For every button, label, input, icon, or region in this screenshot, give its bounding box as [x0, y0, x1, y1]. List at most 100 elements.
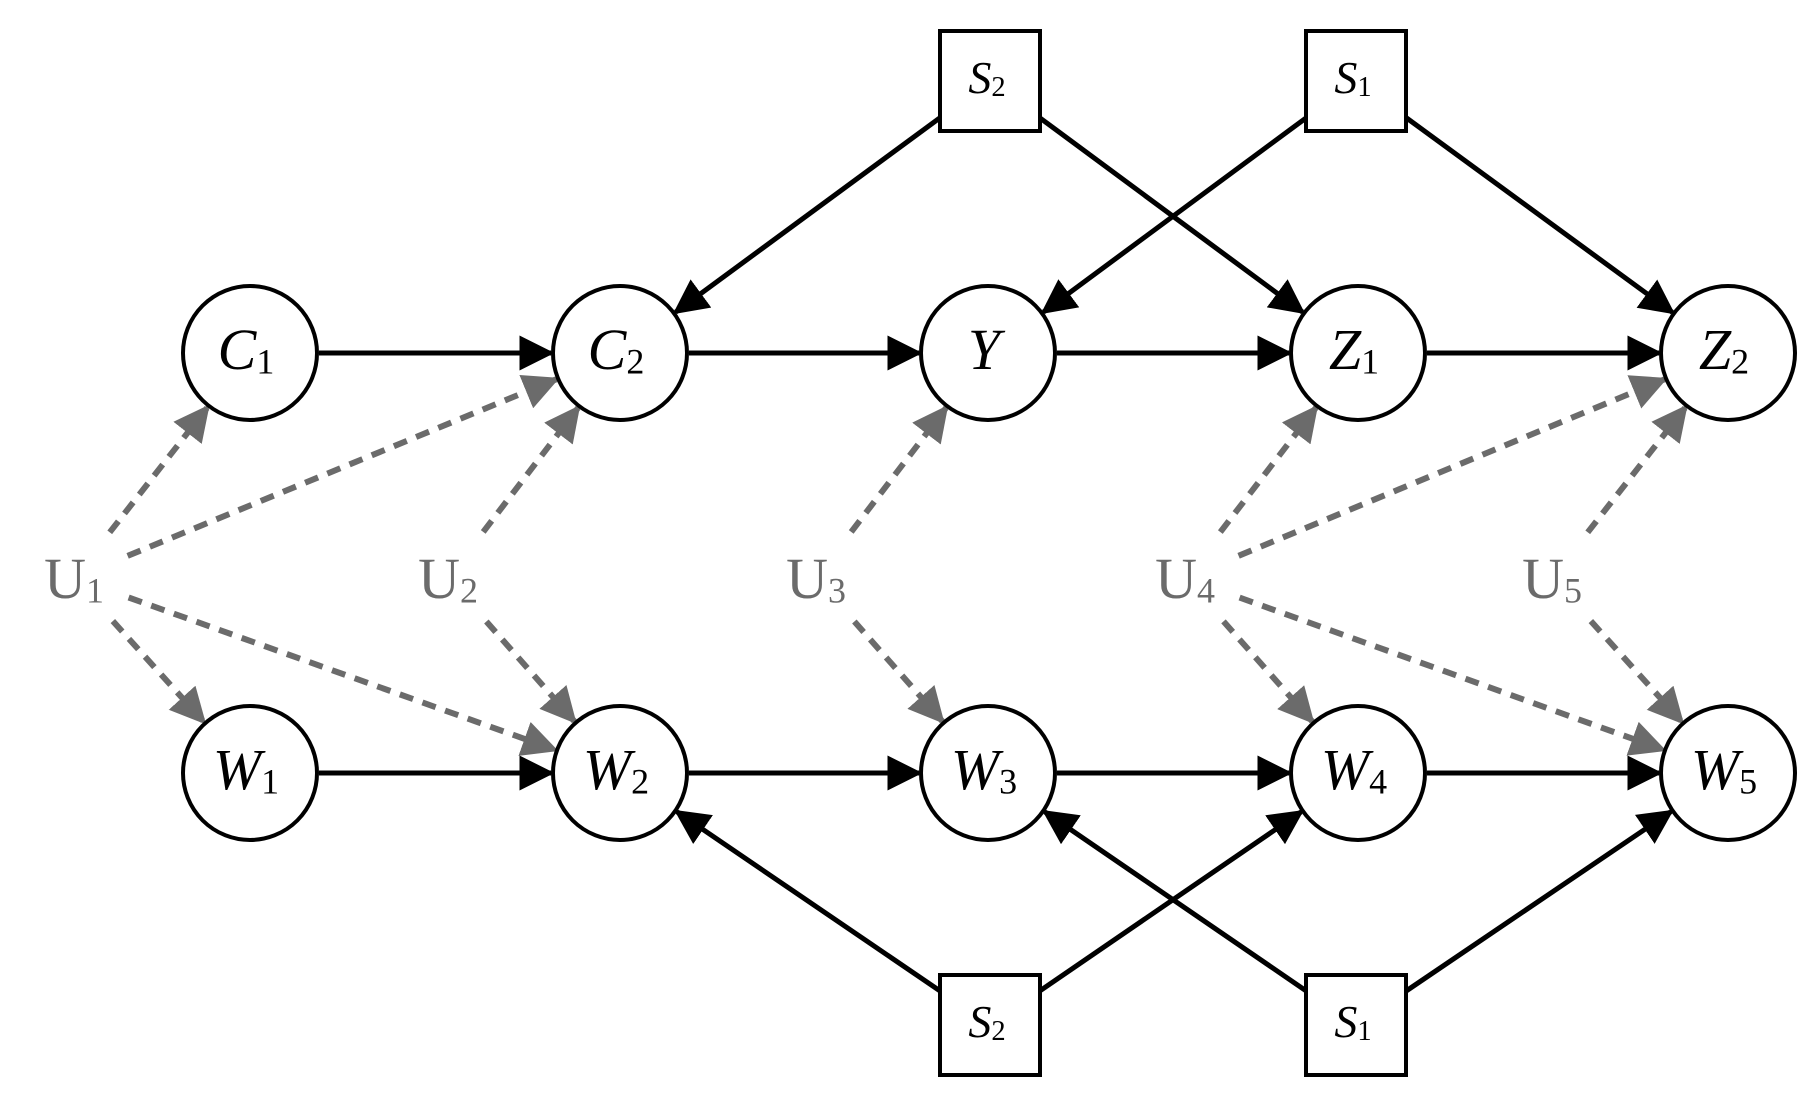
node-w4: W4	[1289, 704, 1427, 842]
edge-s1_top-to-z2	[1404, 115, 1676, 315]
node-label-c1: C1	[218, 317, 275, 382]
node-circle	[919, 704, 1057, 842]
latent-edge-u4-to-z2	[1237, 375, 1668, 559]
node-label-c2: C2	[588, 317, 645, 382]
node-label-c2-main: C	[588, 317, 628, 382]
node-z1: Z1	[1289, 284, 1427, 422]
node-c1: C1	[181, 284, 319, 422]
node-label-w2-main: W	[583, 737, 636, 802]
selection-node-s2-top: S2	[938, 29, 1042, 133]
node-w2: W2	[551, 704, 689, 842]
selection-node-s1-bot: S1	[1304, 973, 1408, 1077]
node-label-z1-main: Z	[1329, 317, 1362, 382]
node-label-w4-main: W	[1321, 737, 1374, 802]
node-label-c1-main: C	[218, 317, 258, 382]
node-circle	[551, 284, 689, 422]
latent-label-u5-main: U	[1522, 546, 1564, 611]
selection-node-s1-top: S1	[1304, 29, 1408, 133]
node-label-y: Y	[968, 317, 1006, 382]
latent-label-u5-subscript: 5	[1564, 571, 1582, 611]
node-circle	[1659, 284, 1797, 422]
latent-edge-u1-to-c1	[107, 404, 210, 535]
node-label-z2-subscript: 2	[1731, 342, 1749, 382]
node-label-w2-subscript: 2	[631, 762, 649, 802]
latent-edge-u3-to-y	[848, 404, 949, 534]
latent-edge-u4-to-w5	[1238, 594, 1667, 756]
latent-edge-u3-to-w3	[852, 619, 945, 724]
latent-edge-u2-to-w2	[484, 619, 577, 724]
selection-box	[1304, 29, 1408, 133]
latent-label-u3: U3	[786, 546, 846, 611]
edge-s2_top-to-c2	[672, 115, 942, 315]
selection-box	[938, 29, 1042, 133]
latent-edge-u1-to-w2	[127, 594, 559, 756]
node-label-z1-subscript: 1	[1361, 342, 1379, 382]
node-circle	[1289, 284, 1427, 422]
selection-label-s1-top-main: S	[1334, 52, 1357, 103]
selection-label-s2-bot: S2	[968, 996, 1005, 1047]
selection-label-s1-top: S1	[1334, 52, 1371, 103]
node-label-w2: W2	[583, 737, 649, 802]
latent-node-u3: U3	[786, 546, 846, 611]
node-label-z1: Z1	[1329, 317, 1379, 382]
latent-label-u3-subscript: 3	[828, 571, 846, 611]
selection-node-s2-bot: S2	[938, 973, 1042, 1077]
latent-edge-u4-to-z1	[1217, 404, 1319, 534]
edge-s2_bot-to-w4	[1038, 809, 1304, 993]
latent-label-u1-main: U	[44, 546, 86, 611]
selection-label-s2-bot-main: S	[968, 996, 991, 1047]
latent-edge-u5-to-z2	[1585, 404, 1688, 535]
node-z2: Z2	[1659, 284, 1797, 422]
latent-label-u2: U2	[418, 546, 478, 611]
node-circle	[919, 284, 1057, 422]
node-label-w1-main: W	[213, 737, 266, 802]
node-label-w5-main: W	[1691, 737, 1744, 802]
selection-label-s2-top-main: S	[968, 52, 991, 103]
node-circle	[181, 704, 319, 842]
node-label-y-main: Y	[968, 317, 1006, 382]
selection-box	[1304, 973, 1408, 1077]
latent-label-u5: U5	[1522, 546, 1582, 611]
latent-edge-u4-to-w4	[1221, 619, 1315, 725]
node-label-w5-subscript: 5	[1739, 762, 1757, 802]
edge-layer	[319, 115, 1676, 994]
node-label-w3-subscript: 3	[999, 762, 1017, 802]
node-label-w5: W5	[1691, 737, 1757, 802]
edge-s2_bot-to-w2	[674, 809, 942, 994]
node-label-w3: W3	[951, 737, 1017, 802]
edge-s1_top-to-y	[1040, 115, 1308, 315]
latent-label-u4-subscript: 4	[1197, 571, 1215, 611]
node-w3: W3	[919, 704, 1057, 842]
selection-label-s1-bot-main: S	[1334, 996, 1357, 1047]
node-y: Y	[919, 284, 1057, 422]
selection-label-s1-top-subscript: 1	[1357, 71, 1371, 102]
node-label-w4: W4	[1321, 737, 1387, 802]
latent-label-u2-subscript: 2	[460, 571, 478, 611]
node-c2: C2	[551, 284, 689, 422]
latent-edge-layer	[107, 374, 1688, 756]
latent-node-u5: U5	[1522, 546, 1582, 611]
node-circle	[181, 284, 319, 422]
latent-label-u4: U4	[1155, 546, 1215, 611]
selection-label-s2-top-subscript: 2	[991, 71, 1005, 102]
edge-s1_bot-to-w5	[1404, 809, 1674, 994]
node-label-c2-subscript: 2	[626, 342, 644, 382]
latent-node-u2: U2	[418, 546, 478, 611]
node-label-z2: Z2	[1699, 317, 1749, 382]
latent-edge-u5-to-w5	[1588, 619, 1685, 725]
latent-edge-u1-to-w1	[110, 619, 207, 725]
selection-box	[938, 973, 1042, 1077]
latent-edge-u1-to-c2	[126, 374, 560, 559]
latent-edge-u2-to-c2	[480, 404, 581, 534]
node-label-w1-subscript: 1	[261, 762, 279, 802]
edge-s1_bot-to-w3	[1042, 809, 1308, 993]
node-label-c1-subscript: 1	[256, 342, 274, 382]
latent-node-u4: U4	[1155, 546, 1215, 611]
node-label-w1: W1	[213, 737, 279, 802]
latent-label-u4-main: U	[1155, 546, 1197, 611]
node-label-w4-subscript: 4	[1369, 762, 1387, 802]
latent-label-u3-main: U	[786, 546, 828, 611]
latent-label-u2-main: U	[418, 546, 460, 611]
